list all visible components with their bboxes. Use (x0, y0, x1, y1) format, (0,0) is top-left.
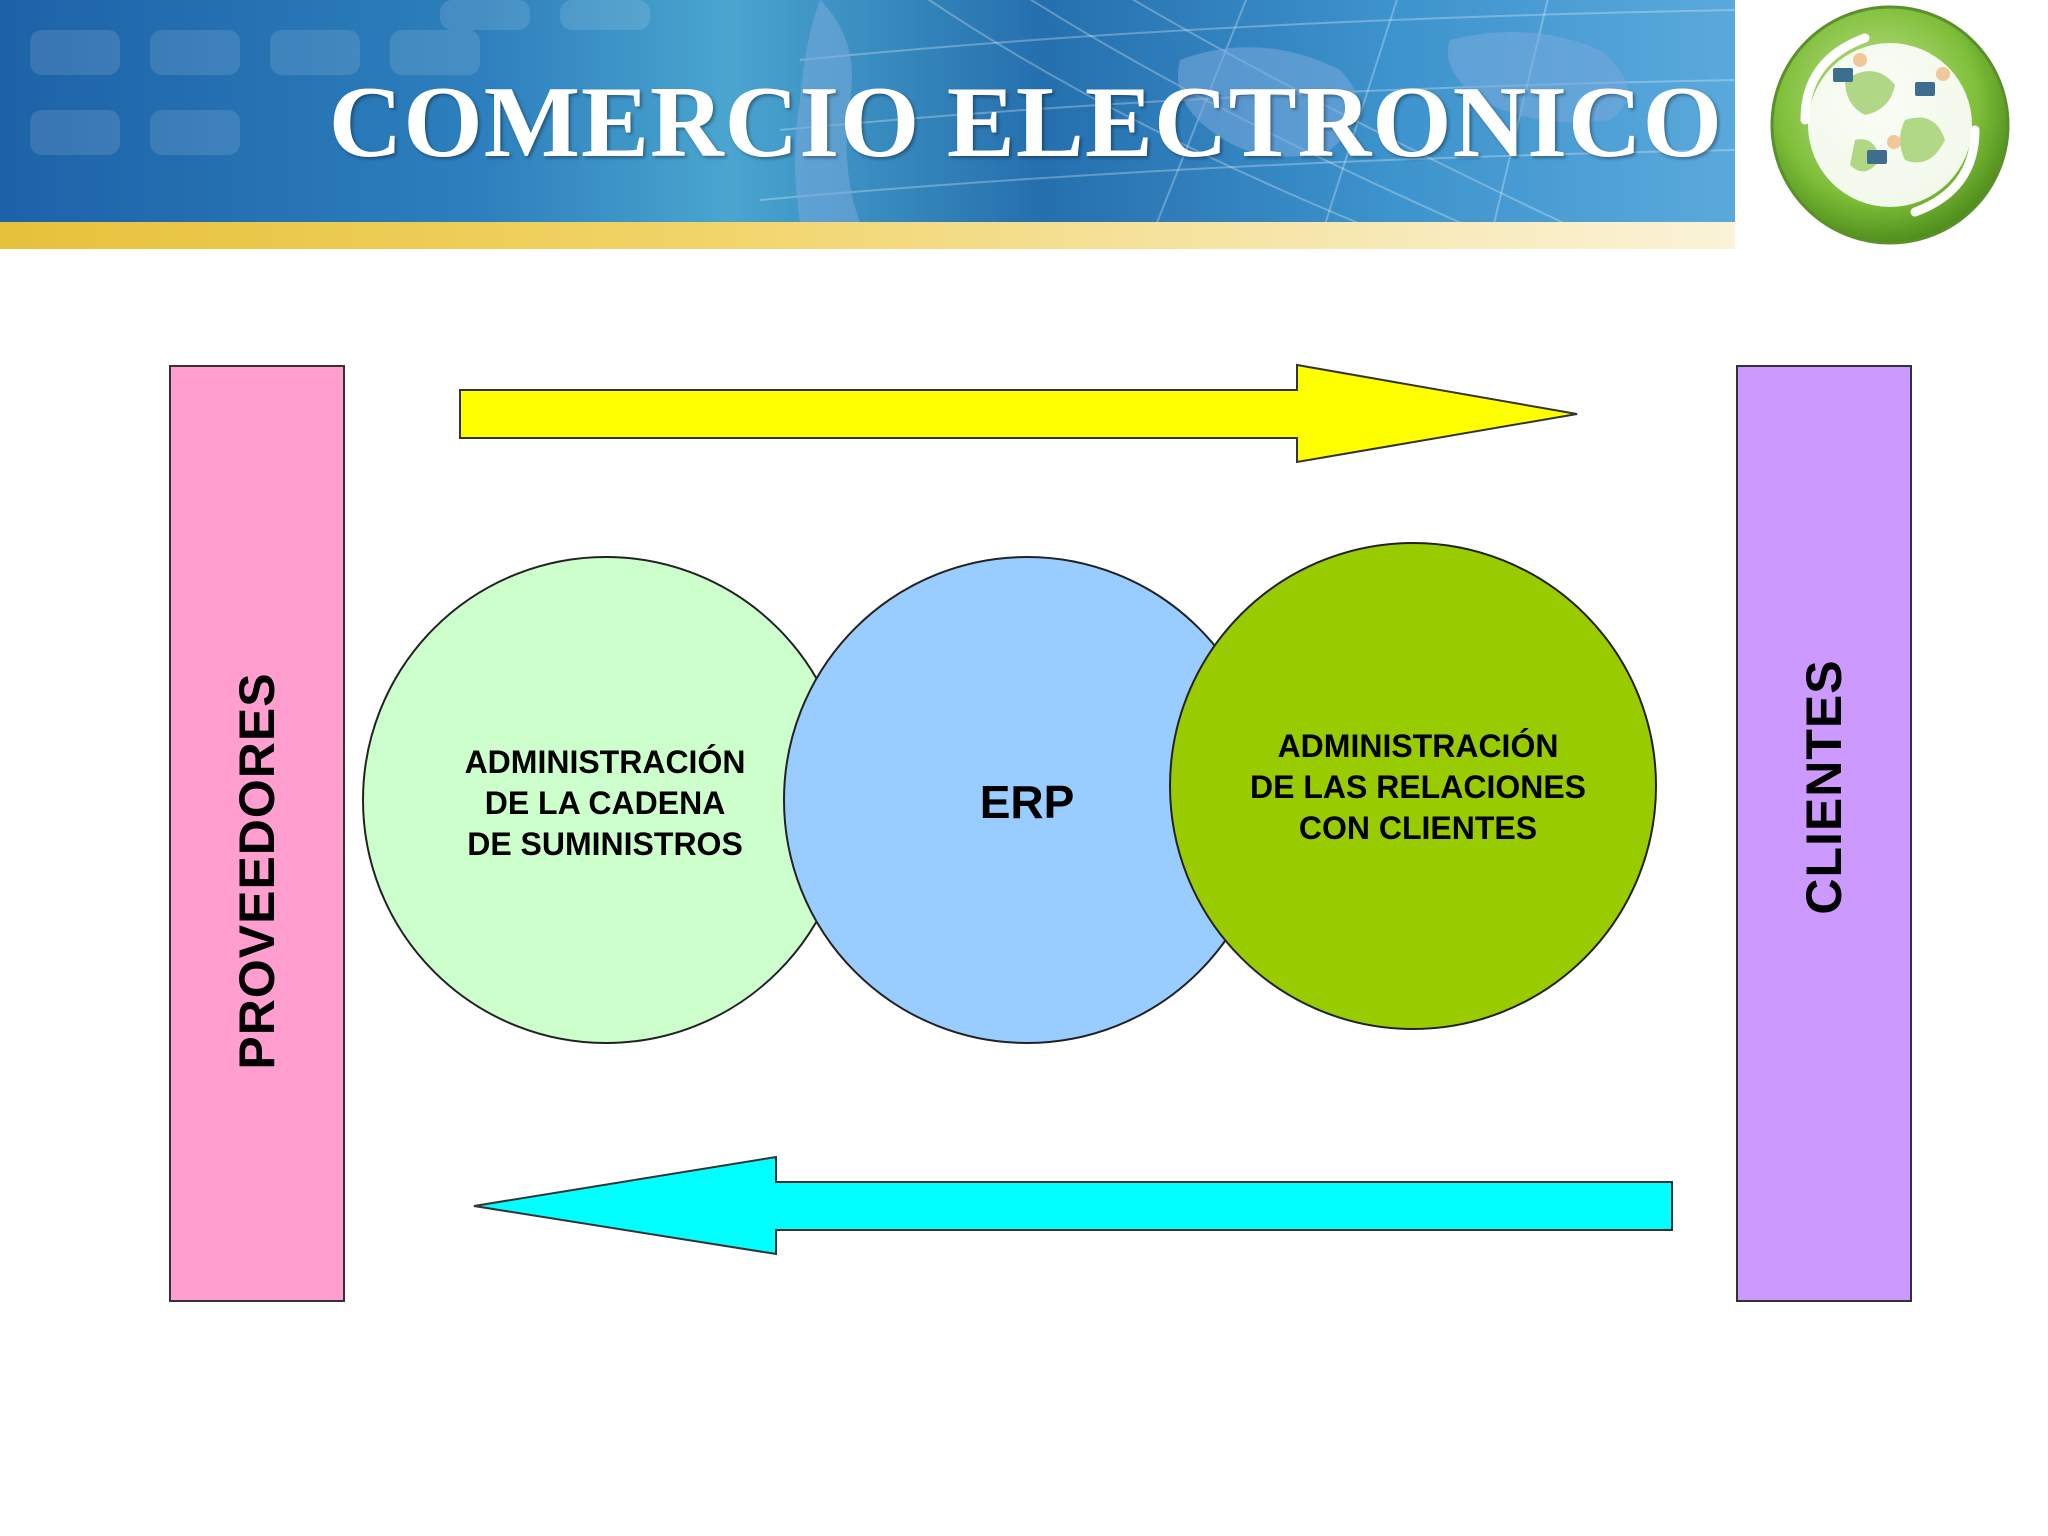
world-map-grid-graphic (30, 0, 1735, 222)
clients-bar: CLIENTES (1736, 365, 1912, 1302)
header-accent-strip (0, 222, 1735, 249)
erp-label: ERP (979, 776, 1075, 828)
crm-label: ADMINISTRACIÓN DE LAS RELACIONES CON CLI… (1249, 728, 1587, 846)
slide-title: COMERCIO ELECTRONICO (328, 66, 1723, 179)
return-arrow (473, 1155, 1673, 1256)
forward-arrow (459, 363, 1578, 464)
crm-circle (1169, 542, 1657, 1030)
supply-chain-label: ADMINISTRACIÓN DE LA CADENA DE SUMINISTR… (464, 744, 746, 862)
suppliers-bar: PROVEEDORES (169, 365, 345, 1302)
header-banner (0, 0, 1735, 222)
globe-network-icon (1770, 5, 2010, 245)
